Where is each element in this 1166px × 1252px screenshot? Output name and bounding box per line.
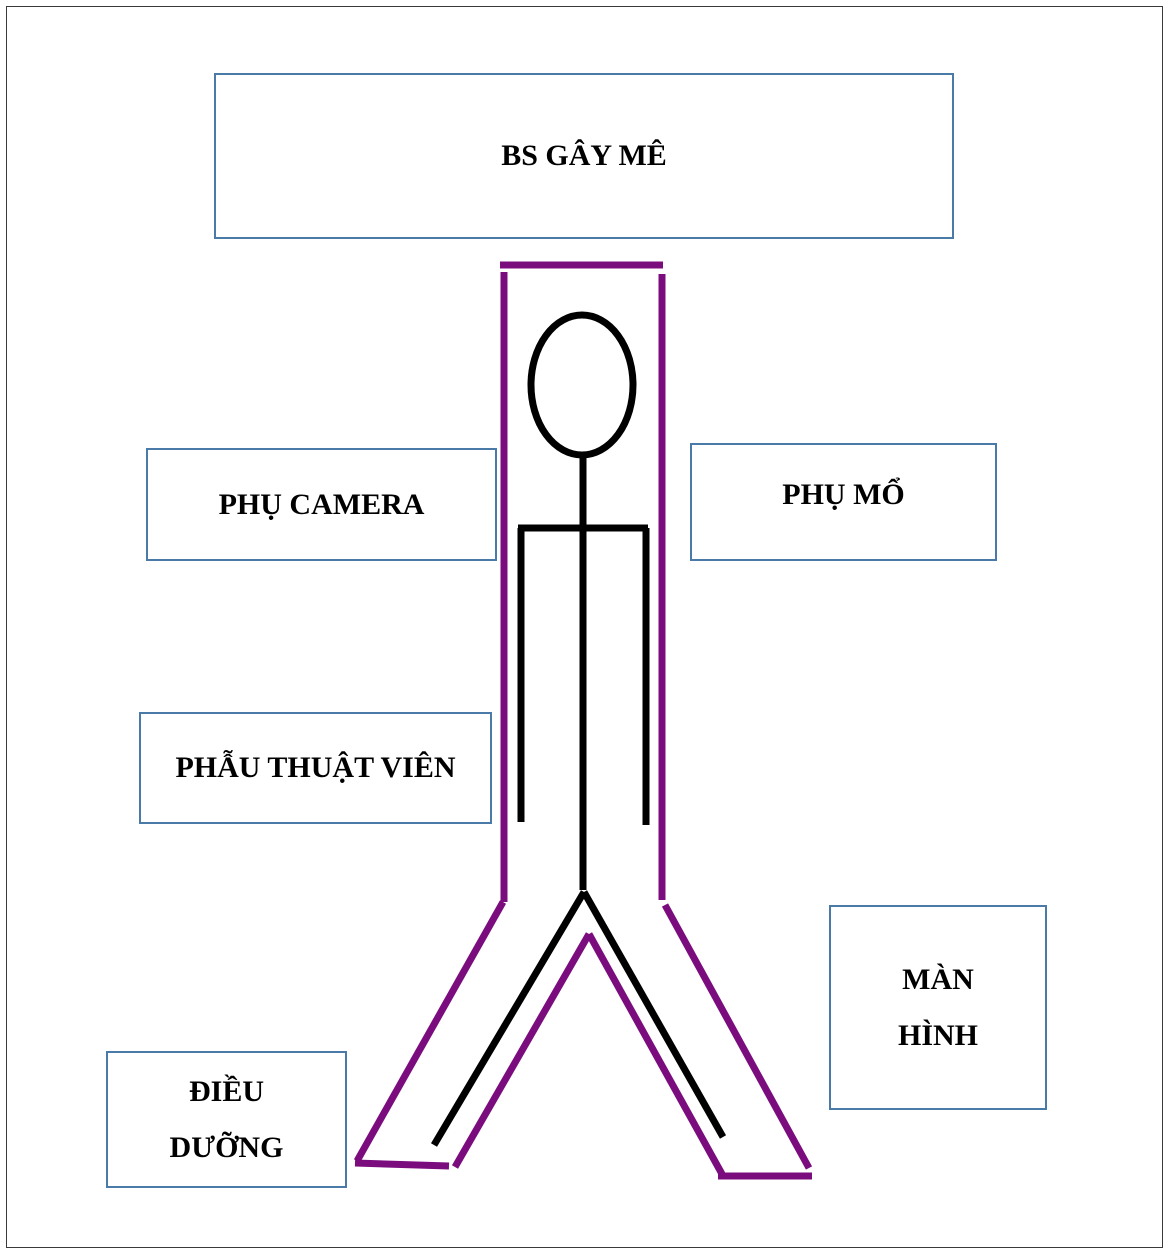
patient-left-leg xyxy=(434,892,584,1145)
table-right-leg-outer xyxy=(665,905,809,1168)
surgical-assistant-label: PHỤ MỔ xyxy=(782,467,904,523)
surgeon-box: PHẪU THUẬT VIÊN xyxy=(139,712,492,824)
patient-right-leg xyxy=(584,892,723,1137)
nurse-label-line2: DƯỠNG xyxy=(170,1120,284,1176)
nurse-box: ĐIỀU DƯỠNG xyxy=(106,1051,347,1188)
surgeon-label: PHẪU THUẬT VIÊN xyxy=(175,740,455,796)
table-left-foot xyxy=(355,1163,449,1166)
table-left-leg-inner xyxy=(455,934,589,1167)
anesthesiologist-box: BS GÂY MÊ xyxy=(214,73,954,239)
anesthesiologist-label: BS GÂY MÊ xyxy=(501,128,667,184)
surgical-assistant-box: PHỤ MỔ xyxy=(690,443,997,561)
monitor-label-line1: MÀN xyxy=(902,952,974,1008)
camera-assistant-label: PHỤ CAMERA xyxy=(219,477,425,533)
patient-head xyxy=(531,315,633,455)
monitor-box: MÀN HÌNH xyxy=(829,905,1047,1110)
camera-assistant-box: PHỤ CAMERA xyxy=(146,448,497,561)
monitor-label-line2: HÌNH xyxy=(898,1008,978,1064)
nurse-label-line1: ĐIỀU xyxy=(189,1064,264,1120)
